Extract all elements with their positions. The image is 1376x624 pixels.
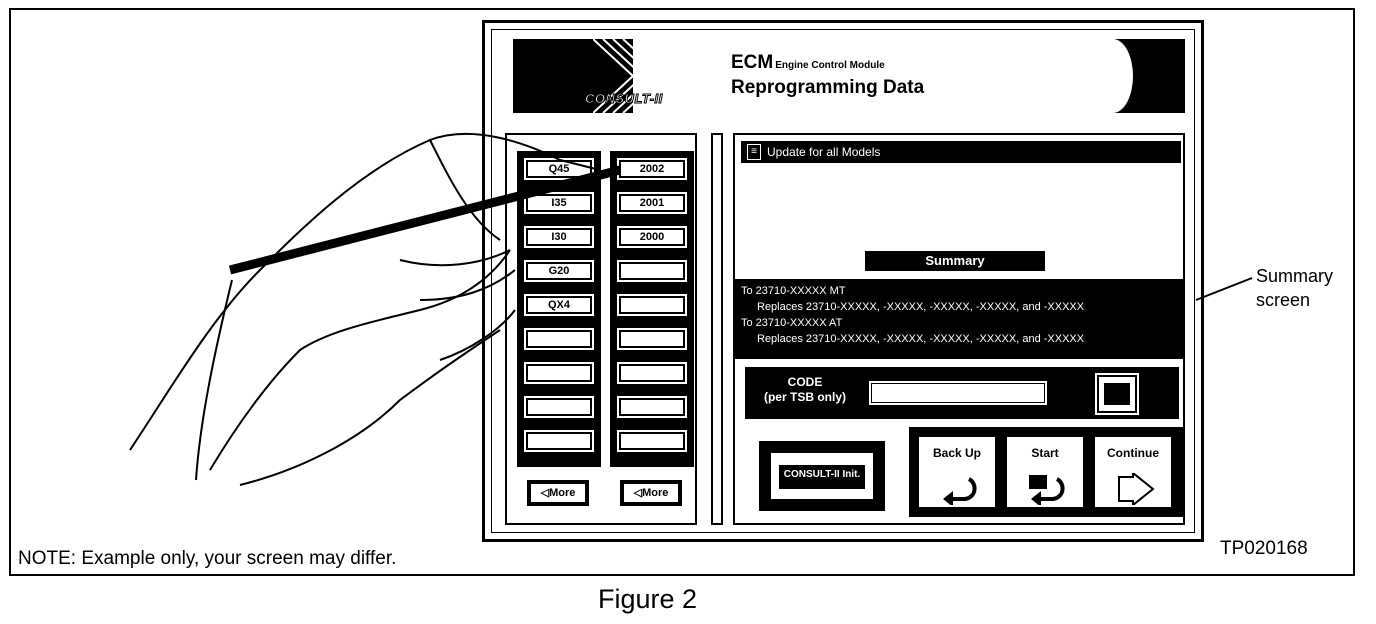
back-up-button[interactable]: Back Up xyxy=(917,435,997,509)
update-label: Update for all Models xyxy=(767,145,881,159)
year-button[interactable] xyxy=(617,328,687,350)
code-input[interactable] xyxy=(869,381,1047,405)
consult-init-label: CONSULT-II Init. xyxy=(779,465,865,489)
keypad-button[interactable] xyxy=(1095,373,1139,415)
year-button[interactable]: 2001 xyxy=(617,192,687,214)
more-years-text: More xyxy=(642,487,669,499)
figure-frame xyxy=(9,8,1355,576)
keypad-icon xyxy=(1104,383,1130,405)
more-years-label: ◁More xyxy=(623,483,679,503)
model-button[interactable]: I30 xyxy=(524,226,594,248)
code-label: CODE (per TSB only) xyxy=(755,375,855,405)
start-arrow-icon xyxy=(1029,475,1065,505)
summary-screen-callout: Summary screen xyxy=(1256,264,1333,312)
consult-init-frame: CONSULT-II Init. xyxy=(769,451,875,501)
model-year-panel: Q45 I35 I30 G20 QX4 2002 2001 2000 ◁More… xyxy=(505,133,697,525)
code-label-line1: CODE xyxy=(787,375,823,389)
banner-title-area xyxy=(633,39,1103,113)
summary-screen: To 23710-XXXXX MT Replaces 23710-XXXXX, … xyxy=(735,279,1185,359)
continue-arrow-icon xyxy=(1118,473,1155,505)
figure-id: TP020168 xyxy=(1220,538,1308,559)
year-button[interactable]: 2002 xyxy=(617,158,687,180)
consult-logo: CONSULT-II xyxy=(585,91,663,107)
year-button[interactable] xyxy=(617,260,687,282)
title-ecm-text: ECM xyxy=(731,52,774,73)
year-button[interactable] xyxy=(617,362,687,384)
page-title: Reprogramming Data xyxy=(731,77,925,98)
banner-wave xyxy=(1093,39,1133,113)
model-button[interactable] xyxy=(524,430,594,452)
consult-init-button[interactable]: CONSULT-II Init. xyxy=(759,441,885,511)
code-label-line2: (per TSB only) xyxy=(763,390,846,404)
figure-caption: Figure 2 xyxy=(598,584,698,614)
year-column: 2002 2001 2000 xyxy=(610,151,694,467)
start-label: Start xyxy=(1031,446,1059,460)
model-button[interactable]: G20 xyxy=(524,260,594,282)
model-button[interactable]: QX4 xyxy=(524,294,594,316)
continue-button[interactable]: Continue xyxy=(1093,435,1173,509)
year-button[interactable] xyxy=(617,430,687,452)
summary-line: To 23710-XXXXX MT xyxy=(741,285,846,297)
model-column: Q45 I35 I30 G20 QX4 xyxy=(517,151,601,467)
start-button[interactable]: Start xyxy=(1005,435,1085,509)
callout-line2: screen xyxy=(1256,290,1311,310)
summary-title: Summary xyxy=(865,251,1045,271)
title-ecm-subtitle: Engine Control Module xyxy=(775,60,885,71)
callout-line1: Summary xyxy=(1256,266,1334,286)
continue-label: Continue xyxy=(1107,446,1159,460)
navigation-buttons: Back Up Start Continue xyxy=(909,427,1183,517)
summary-line: To 23710-XXXXX AT xyxy=(741,317,843,329)
year-button[interactable]: 2000 xyxy=(617,226,687,248)
list-icon: ≡ xyxy=(747,144,761,160)
more-models-label: ◁More xyxy=(530,483,586,503)
code-entry-row: CODE (per TSB only) xyxy=(745,367,1179,419)
more-models-text: More xyxy=(549,487,576,499)
summary-line: Replaces 23710-XXXXX, -XXXXX, -XXXXX, -X… xyxy=(757,301,1085,313)
summary-line: Replaces 23710-XXXXX, -XXXXX, -XXXXX, -X… xyxy=(757,333,1085,345)
note-text: NOTE: Example only, your screen may diff… xyxy=(18,548,397,569)
back-up-arrow-icon xyxy=(943,477,977,505)
back-up-label: Back Up xyxy=(932,446,982,460)
model-button[interactable] xyxy=(524,396,594,418)
model-button[interactable] xyxy=(524,328,594,350)
model-button[interactable] xyxy=(524,362,594,384)
scrollbar[interactable] xyxy=(711,133,723,525)
model-button[interactable]: I35 xyxy=(524,192,594,214)
update-bar[interactable]: ≡ Update for all Models xyxy=(741,141,1181,163)
details-panel: ≡ Update for all Models Summary To 23710… xyxy=(733,133,1185,525)
more-models-button[interactable]: ◁More xyxy=(527,480,589,506)
year-button[interactable] xyxy=(617,396,687,418)
year-button[interactable] xyxy=(617,294,687,316)
model-button[interactable]: Q45 xyxy=(524,158,594,180)
more-years-button[interactable]: ◁More xyxy=(620,480,682,506)
